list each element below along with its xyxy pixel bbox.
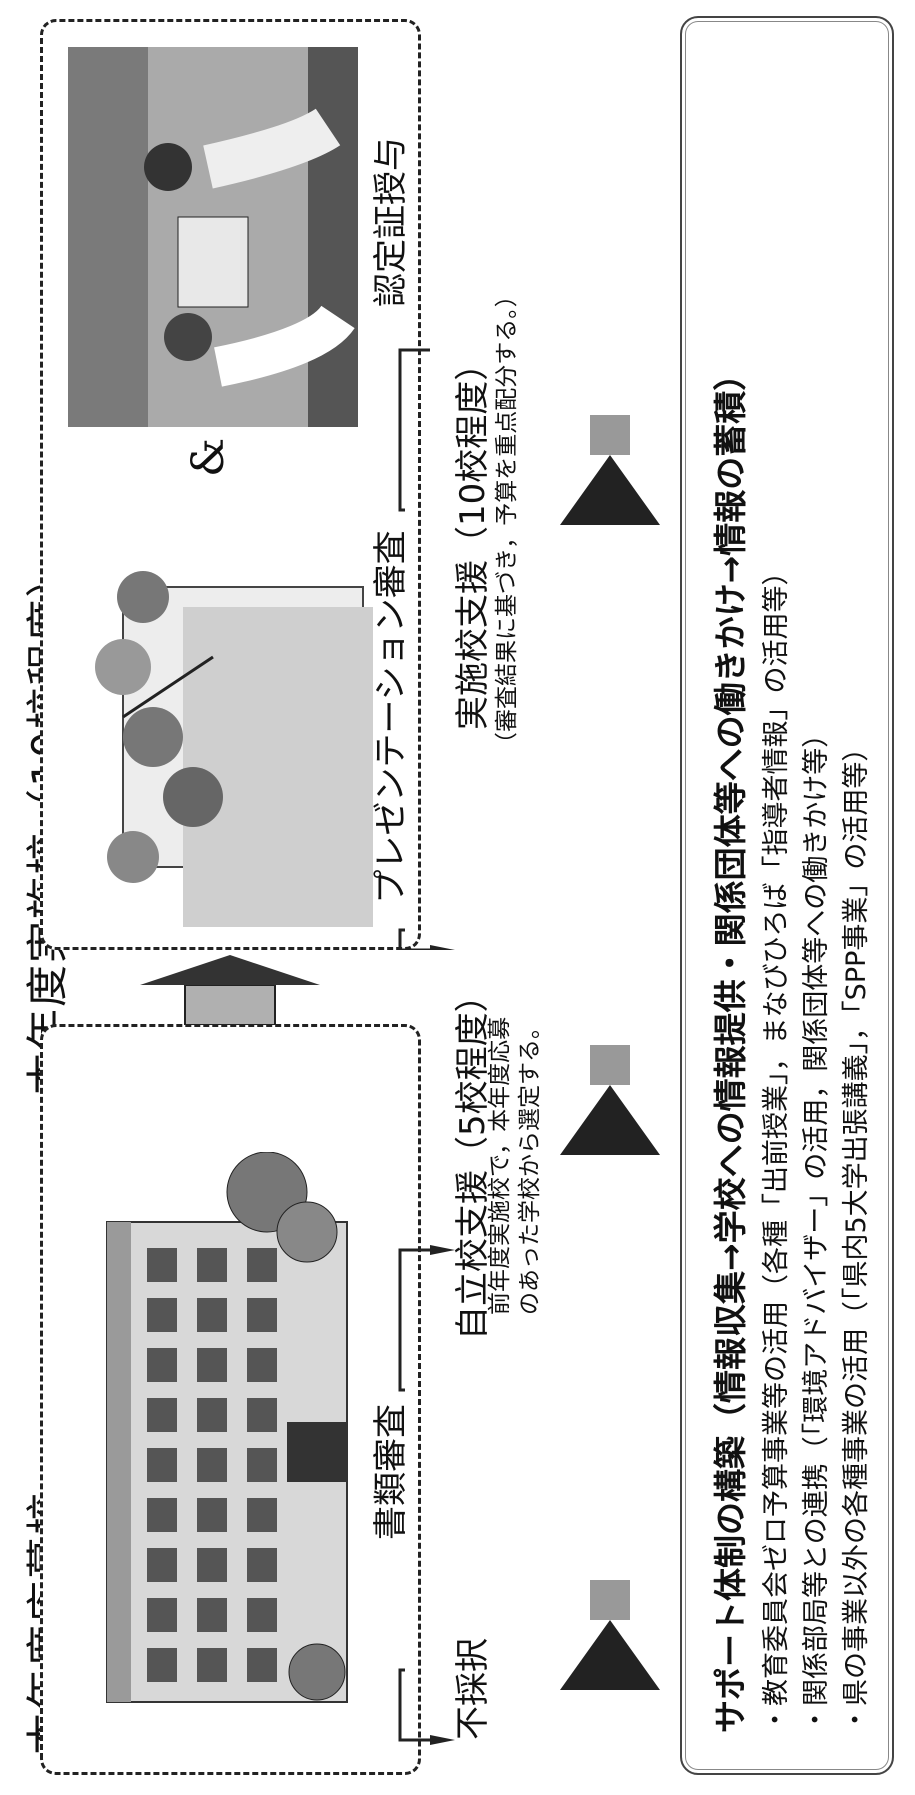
support-system-title: サポート体制の構築（情報収集→学校への情報提供・関係団体等への働きかけ→情報の蓄… <box>711 357 750 1733</box>
progress-arrow <box>140 955 320 1025</box>
support-system-box: サポート体制の構築（情報収集→学校への情報提供・関係団体等への働きかけ→情報の蓄… <box>680 16 894 1775</box>
school-building-illustration <box>106 1152 348 1703</box>
implementation-support-note: （審査結果に基づき，予算を重点配分する。） <box>494 284 520 755</box>
support-arrows <box>560 415 660 1690</box>
certificate-ceremony-photo <box>68 47 358 427</box>
self-support-note-1: 前年度実施校で，本年度応募 <box>487 1016 513 1315</box>
support-line-3: ・県の事業以外の各種事業の活用（「県内5大学出張講義」，「SPP事業」の活用等） <box>841 734 872 1733</box>
applicant-schools-panel: 書類審査 <box>40 1024 421 1775</box>
support-line-2: ・関係部局等との連携（「環境アドバイザー」の活用，関係団体等への働きかけ等） <box>801 720 832 1733</box>
implementation-support-label: 実施校支援（10校程度） <box>453 346 493 730</box>
left-branch-lines <box>398 1245 455 1745</box>
presentation-illustration <box>95 571 373 927</box>
support-line-1: ・教育委員会ゼロ予算事業等の活用（各種「出前授業」，まなびひろば「指導者情報」の… <box>761 558 792 1734</box>
right-branch-lines <box>398 348 455 950</box>
rejected-label: 不採択 <box>453 1638 493 1740</box>
implementing-schools-panel: プレゼンテーション審査 & 認定証授与 <box>40 19 421 950</box>
self-support-note-2: のあった学校から選定する。 <box>517 1016 543 1315</box>
ampersand-symbol: & <box>183 437 234 477</box>
